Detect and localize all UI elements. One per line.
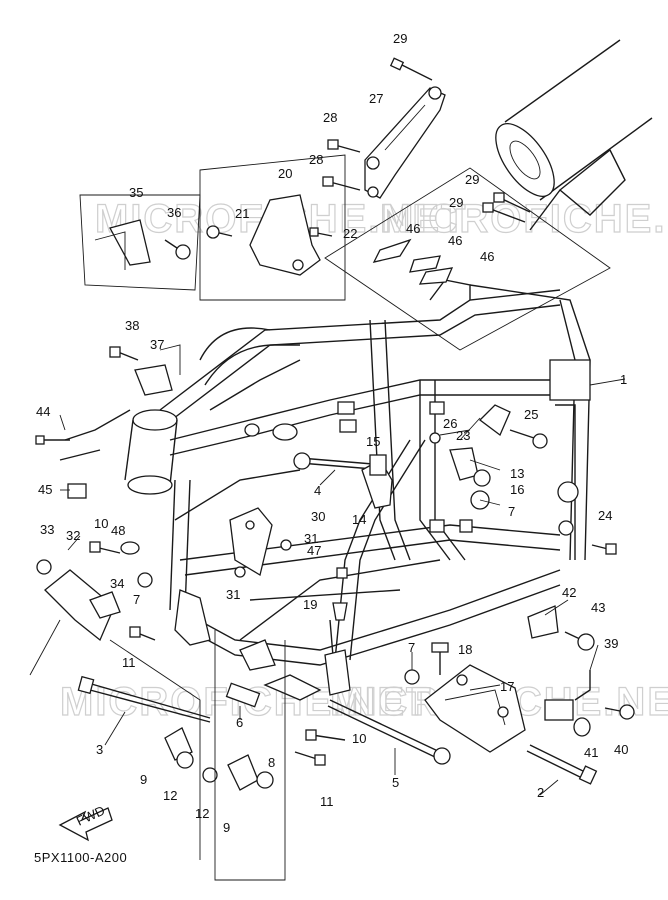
callout-45: 45: [38, 482, 52, 497]
callout-13: 13: [510, 466, 524, 481]
callout-17: 17: [500, 679, 514, 694]
callout-3: 3: [96, 742, 103, 757]
callout-31a: 31: [304, 531, 318, 546]
callout-11a: 11: [122, 655, 136, 670]
callout-11b: 11: [320, 794, 334, 809]
callout-22: 22: [343, 226, 357, 241]
callout-44: 44: [36, 404, 50, 419]
callout-10b: 10: [352, 731, 366, 746]
callout-38: 38: [125, 318, 139, 333]
callout-36: 36: [167, 205, 181, 220]
callout-14: 14: [352, 512, 366, 527]
callout-26: 26: [443, 416, 457, 431]
callout-43: 43: [591, 600, 605, 615]
muffler: [495, 39, 653, 231]
callout-18: 18: [458, 642, 472, 657]
through-bolts: [77, 452, 598, 785]
callout-29a: 29: [393, 31, 407, 46]
callout-12b: 12: [195, 806, 209, 821]
callout-21: 21: [235, 206, 249, 221]
reference-boxes: [79, 154, 611, 881]
callout-19: 19: [303, 597, 317, 612]
callout-40: 40: [614, 742, 628, 757]
callouts: 1 2 3 4 5 6 7 7 7 8 9 9 10 10 11 11 12 1…: [36, 31, 628, 835]
callout-27: 27: [369, 91, 383, 106]
fwd-arrow: FWD: [58, 803, 113, 842]
callout-33: 33: [40, 522, 54, 537]
callout-5: 5: [392, 775, 399, 790]
callout-8: 8: [268, 755, 275, 770]
callout-30: 30: [311, 509, 325, 524]
callout-23: 23: [456, 428, 470, 443]
callout-16: 16: [510, 482, 524, 497]
bolts: [35, 57, 635, 766]
leader-lines: [29, 378, 626, 796]
callout-7a: 7: [133, 592, 140, 607]
svg-text:MICROFICHE.NET: MICROFICHE.NET: [380, 197, 668, 241]
callout-24: 24: [598, 508, 612, 523]
callout-34: 34: [110, 576, 124, 591]
callout-46c: 46: [480, 249, 494, 264]
callout-46b: 46: [448, 233, 462, 248]
callout-6: 6: [236, 715, 243, 730]
callout-12a: 12: [163, 788, 177, 803]
engine-mount-bracket: [404, 664, 526, 753]
callout-31b: 31: [226, 587, 240, 602]
callout-4: 4: [314, 483, 321, 498]
frame: [124, 279, 591, 701]
callout-29c: 29: [449, 195, 463, 210]
callout-39: 39: [604, 636, 618, 651]
callout-9a: 9: [140, 772, 147, 787]
callout-7c: 7: [508, 504, 515, 519]
callout-20: 20: [278, 166, 292, 181]
callout-35: 35: [129, 185, 143, 200]
catalog-code: 5PX1100-A200: [34, 850, 128, 865]
callout-9b: 9: [223, 820, 230, 835]
callout-41: 41: [584, 745, 598, 760]
watermark: MICROFICHE.NET MICROFICHE.NET MICROFICHE…: [59, 196, 668, 724]
callout-47: 47: [307, 543, 321, 558]
callout-42: 42: [562, 585, 576, 600]
callout-1: 1: [620, 372, 627, 387]
callout-48: 48: [111, 523, 125, 538]
callout-10a: 10: [94, 516, 108, 531]
callout-29b: 29: [465, 172, 479, 187]
exhaust-bracket: [364, 86, 446, 199]
callout-46a: 46: [406, 221, 420, 236]
callout-37: 37: [150, 337, 164, 352]
small-parts: [44, 194, 591, 791]
callout-15: 15: [366, 434, 380, 449]
callout-7b: 7: [408, 640, 415, 655]
callout-2: 2: [537, 785, 544, 800]
callout-32: 32: [66, 528, 80, 543]
callout-28a: 28: [323, 110, 337, 125]
callout-28b: 28: [309, 152, 323, 167]
callout-25: 25: [524, 407, 538, 422]
